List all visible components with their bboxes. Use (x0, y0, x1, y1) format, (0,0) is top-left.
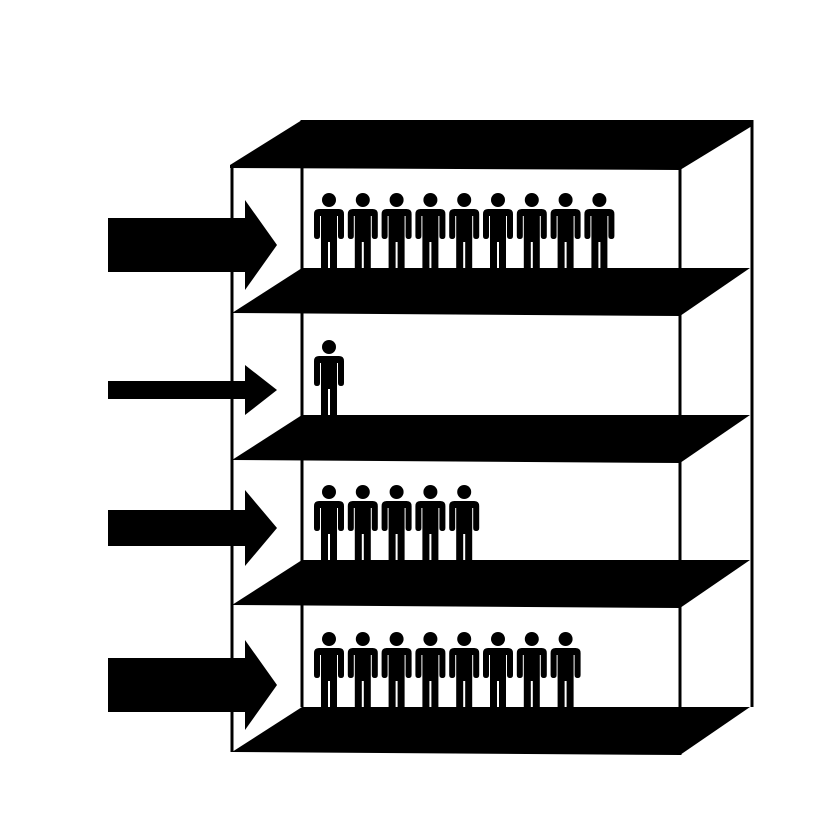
person-body (347, 501, 378, 566)
person-icon (516, 632, 547, 713)
person-icon (347, 193, 378, 274)
person-body (314, 648, 344, 713)
person-head (322, 193, 336, 207)
entry-arrows (108, 200, 277, 730)
person-body (449, 209, 480, 274)
person-head (355, 193, 370, 207)
person-body (314, 501, 344, 566)
person-head (558, 193, 573, 207)
person-body (347, 209, 378, 274)
person-icon (550, 193, 581, 274)
person-icon (415, 485, 446, 566)
person-body (314, 209, 344, 274)
person-head (322, 485, 336, 499)
person-head (457, 193, 472, 207)
person-icon (381, 485, 412, 566)
person-icon (516, 193, 547, 274)
person-icon (415, 193, 446, 274)
person-body (516, 209, 547, 274)
person-body (550, 648, 581, 713)
person-body (381, 209, 412, 274)
floor-slab (232, 560, 750, 608)
person-body (483, 648, 513, 713)
person-icon (314, 485, 344, 566)
person-body (415, 501, 446, 566)
person-body (516, 648, 547, 713)
floor-slab (232, 415, 750, 463)
person-icon (449, 193, 480, 274)
arrow-icon (108, 490, 277, 566)
person-icon (483, 193, 513, 274)
arrow-icon (108, 640, 277, 730)
person-body (584, 209, 615, 274)
person-icon (314, 632, 344, 713)
person-icon (381, 632, 412, 713)
person-body (449, 648, 480, 713)
person-head (524, 632, 539, 646)
person-head (355, 632, 370, 646)
person-head (322, 340, 336, 354)
person-head (491, 632, 505, 646)
person-icon (584, 193, 615, 274)
person-body (381, 648, 412, 713)
person-icon (415, 632, 446, 713)
person-icon (449, 632, 480, 713)
person-body (314, 356, 344, 421)
arrow-icon (108, 365, 277, 415)
person-body (483, 209, 513, 274)
person-head (389, 193, 404, 207)
person-head (457, 632, 472, 646)
person-head (423, 193, 438, 207)
person-head (389, 485, 404, 499)
person-body (381, 501, 412, 566)
person-icon (449, 485, 480, 566)
person-icon (550, 632, 581, 713)
person-head (389, 632, 404, 646)
occupants (314, 193, 615, 713)
person-head (457, 485, 472, 499)
person-body (415, 648, 446, 713)
person-icon (314, 340, 344, 421)
person-body (550, 209, 581, 274)
person-head (592, 193, 607, 207)
person-icon (483, 632, 513, 713)
person-head (423, 485, 438, 499)
floor-slab (232, 268, 750, 316)
building-frame (230, 120, 754, 755)
person-head (355, 485, 370, 499)
person-body (449, 501, 480, 566)
person-head (524, 193, 539, 207)
person-head (558, 632, 573, 646)
person-body (347, 648, 378, 713)
person-icon (381, 193, 412, 274)
person-icon (347, 632, 378, 713)
person-head (322, 632, 336, 646)
person-icon (347, 485, 378, 566)
roof-slab (230, 120, 752, 170)
person-icon (314, 193, 344, 274)
person-head (491, 193, 505, 207)
floor-slab (232, 707, 750, 755)
person-head (423, 632, 438, 646)
person-body (415, 209, 446, 274)
arrow-icon (108, 200, 277, 290)
